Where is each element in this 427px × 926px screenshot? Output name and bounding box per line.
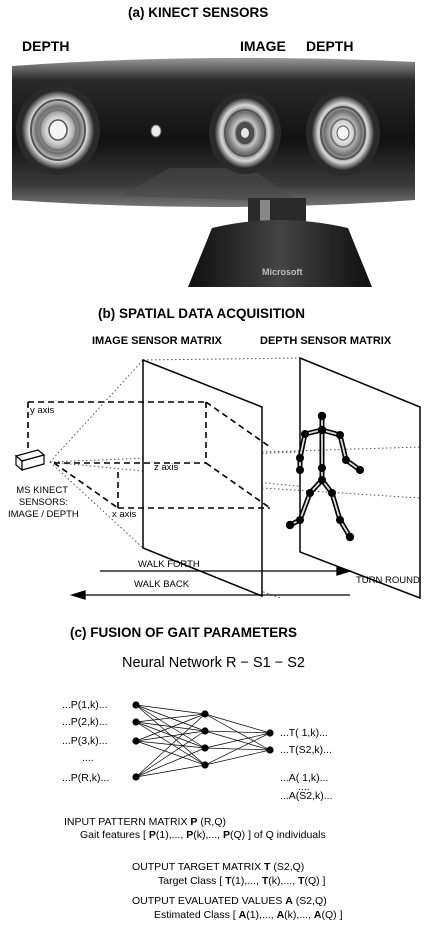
kinect-stand — [188, 220, 372, 287]
nn-connection — [135, 713, 206, 723]
sensor-caption-line-2: SENSORS: — [18, 497, 68, 508]
nn-connection — [135, 740, 206, 749]
skeleton-figure — [285, 411, 364, 542]
nn-connection — [135, 721, 206, 766]
turn-round-label: TURN ROUND — [356, 575, 420, 586]
network-title: Neural Network R − S1 − S2 — [122, 655, 305, 671]
kinect-sensor-box — [14, 449, 46, 472]
depth-right-label: DEPTH — [306, 38, 354, 54]
nn-connection — [135, 747, 206, 778]
output-label-as2: ...A(S2,k)... — [280, 790, 333, 802]
depth-sensor-right — [306, 90, 380, 176]
nn-connection — [135, 721, 206, 732]
nn-hidden-node — [201, 744, 209, 752]
section-a-title: (a) KINECT SENSORS — [128, 5, 269, 20]
output-label-ellipsis: .... — [298, 781, 310, 793]
nn-connection — [204, 713, 271, 734]
nn-output-node — [266, 729, 274, 737]
estimated-class: Estimated Class [ A(1),..., A(k),..., A(… — [154, 909, 343, 921]
depth-sensor-matrix-label: DEPTH SENSOR MATRIX — [260, 335, 392, 347]
input-label-3: ...P(3,k)... — [62, 735, 108, 747]
nn-connection — [204, 749, 271, 766]
neural-network — [132, 701, 274, 781]
nn-hidden-node — [201, 710, 209, 718]
section-b-title: (b) SPATIAL DATA ACQUISITION — [98, 306, 305, 321]
y-axis-label: y axis — [30, 405, 55, 416]
nn-connection — [135, 721, 206, 749]
target-class: Target Class [ T(1),..., T(k),..., T(Q) … — [158, 875, 326, 887]
nn-input-node — [132, 773, 140, 781]
nn-input-node — [132, 737, 140, 745]
image-sensor-matrix-label: IMAGE SENSOR MATRIX — [92, 335, 222, 347]
nn-connection — [135, 764, 206, 778]
device-logo: Microsoft — [262, 267, 303, 277]
depth-left-label: DEPTH — [22, 38, 70, 54]
nn-connection — [204, 730, 271, 734]
nn-connection — [135, 740, 206, 766]
axis-box — [27, 401, 271, 509]
nn-connection — [135, 713, 206, 778]
output-label-t1: ...T( 1,k)... — [280, 727, 328, 739]
gait-features: Gait features [ P(1),..., P(k),..., P(Q)… — [80, 829, 326, 841]
input-label-1: ...P(1,k)... — [62, 699, 108, 711]
section-c-title: (c) FUSION OF GAIT PARAMETERS — [70, 625, 298, 640]
nn-connection — [204, 732, 271, 766]
input-label-r: ...P(R,k)... — [62, 772, 110, 784]
z-axis-label: z axis — [154, 462, 179, 473]
output-target-matrix: OUTPUT TARGET MATRIX T (S2,Q) — [132, 861, 305, 873]
image-label: IMAGE — [240, 38, 286, 54]
input-label-2: ...P(2,k)... — [62, 716, 108, 728]
kinect-photo: Microsoft — [12, 57, 415, 287]
sensor-caption-line-3: IMAGE / DEPTH — [8, 509, 79, 520]
input-pattern-matrix: INPUT PATTERN MATRIX P (R,Q) — [64, 816, 226, 828]
acquisition-diagram — [14, 356, 421, 600]
nn-connection — [135, 704, 206, 715]
nn-hidden-node — [201, 761, 209, 769]
nn-connection — [135, 730, 206, 778]
output-evaluated-values: OUTPUT EVALUATED VALUES A (S2,Q) — [132, 895, 327, 907]
nn-input-node — [132, 701, 140, 709]
nn-connection — [135, 713, 206, 742]
walk-arrows — [69, 566, 353, 600]
image-camera-lens — [209, 92, 281, 174]
output-label-a1: ...A( 1,k)... — [280, 772, 329, 784]
input-label-ellipsis: .... — [82, 752, 94, 764]
nn-connection — [135, 730, 206, 742]
nn-connection — [204, 732, 271, 749]
image-sensor-plane — [142, 358, 263, 598]
depth-projector-left — [16, 85, 100, 175]
nn-input-node — [132, 718, 140, 726]
output-label-ts2: ...T(S2,k)... — [280, 744, 332, 756]
sensor-caption-line-1: MS KINECT — [16, 485, 68, 496]
sensor-caption: MS KINECT SENSORS: IMAGE / DEPTH — [8, 485, 79, 521]
walk-back-label: WALK BACK — [134, 579, 190, 590]
nn-output-node — [266, 746, 274, 754]
depth-sensor-plane — [299, 356, 421, 600]
x-axis-label: x axis — [112, 509, 137, 520]
nn-hidden-node — [201, 727, 209, 735]
walk-forth-label: WALK FORTH — [138, 559, 200, 570]
status-led — [150, 124, 162, 138]
